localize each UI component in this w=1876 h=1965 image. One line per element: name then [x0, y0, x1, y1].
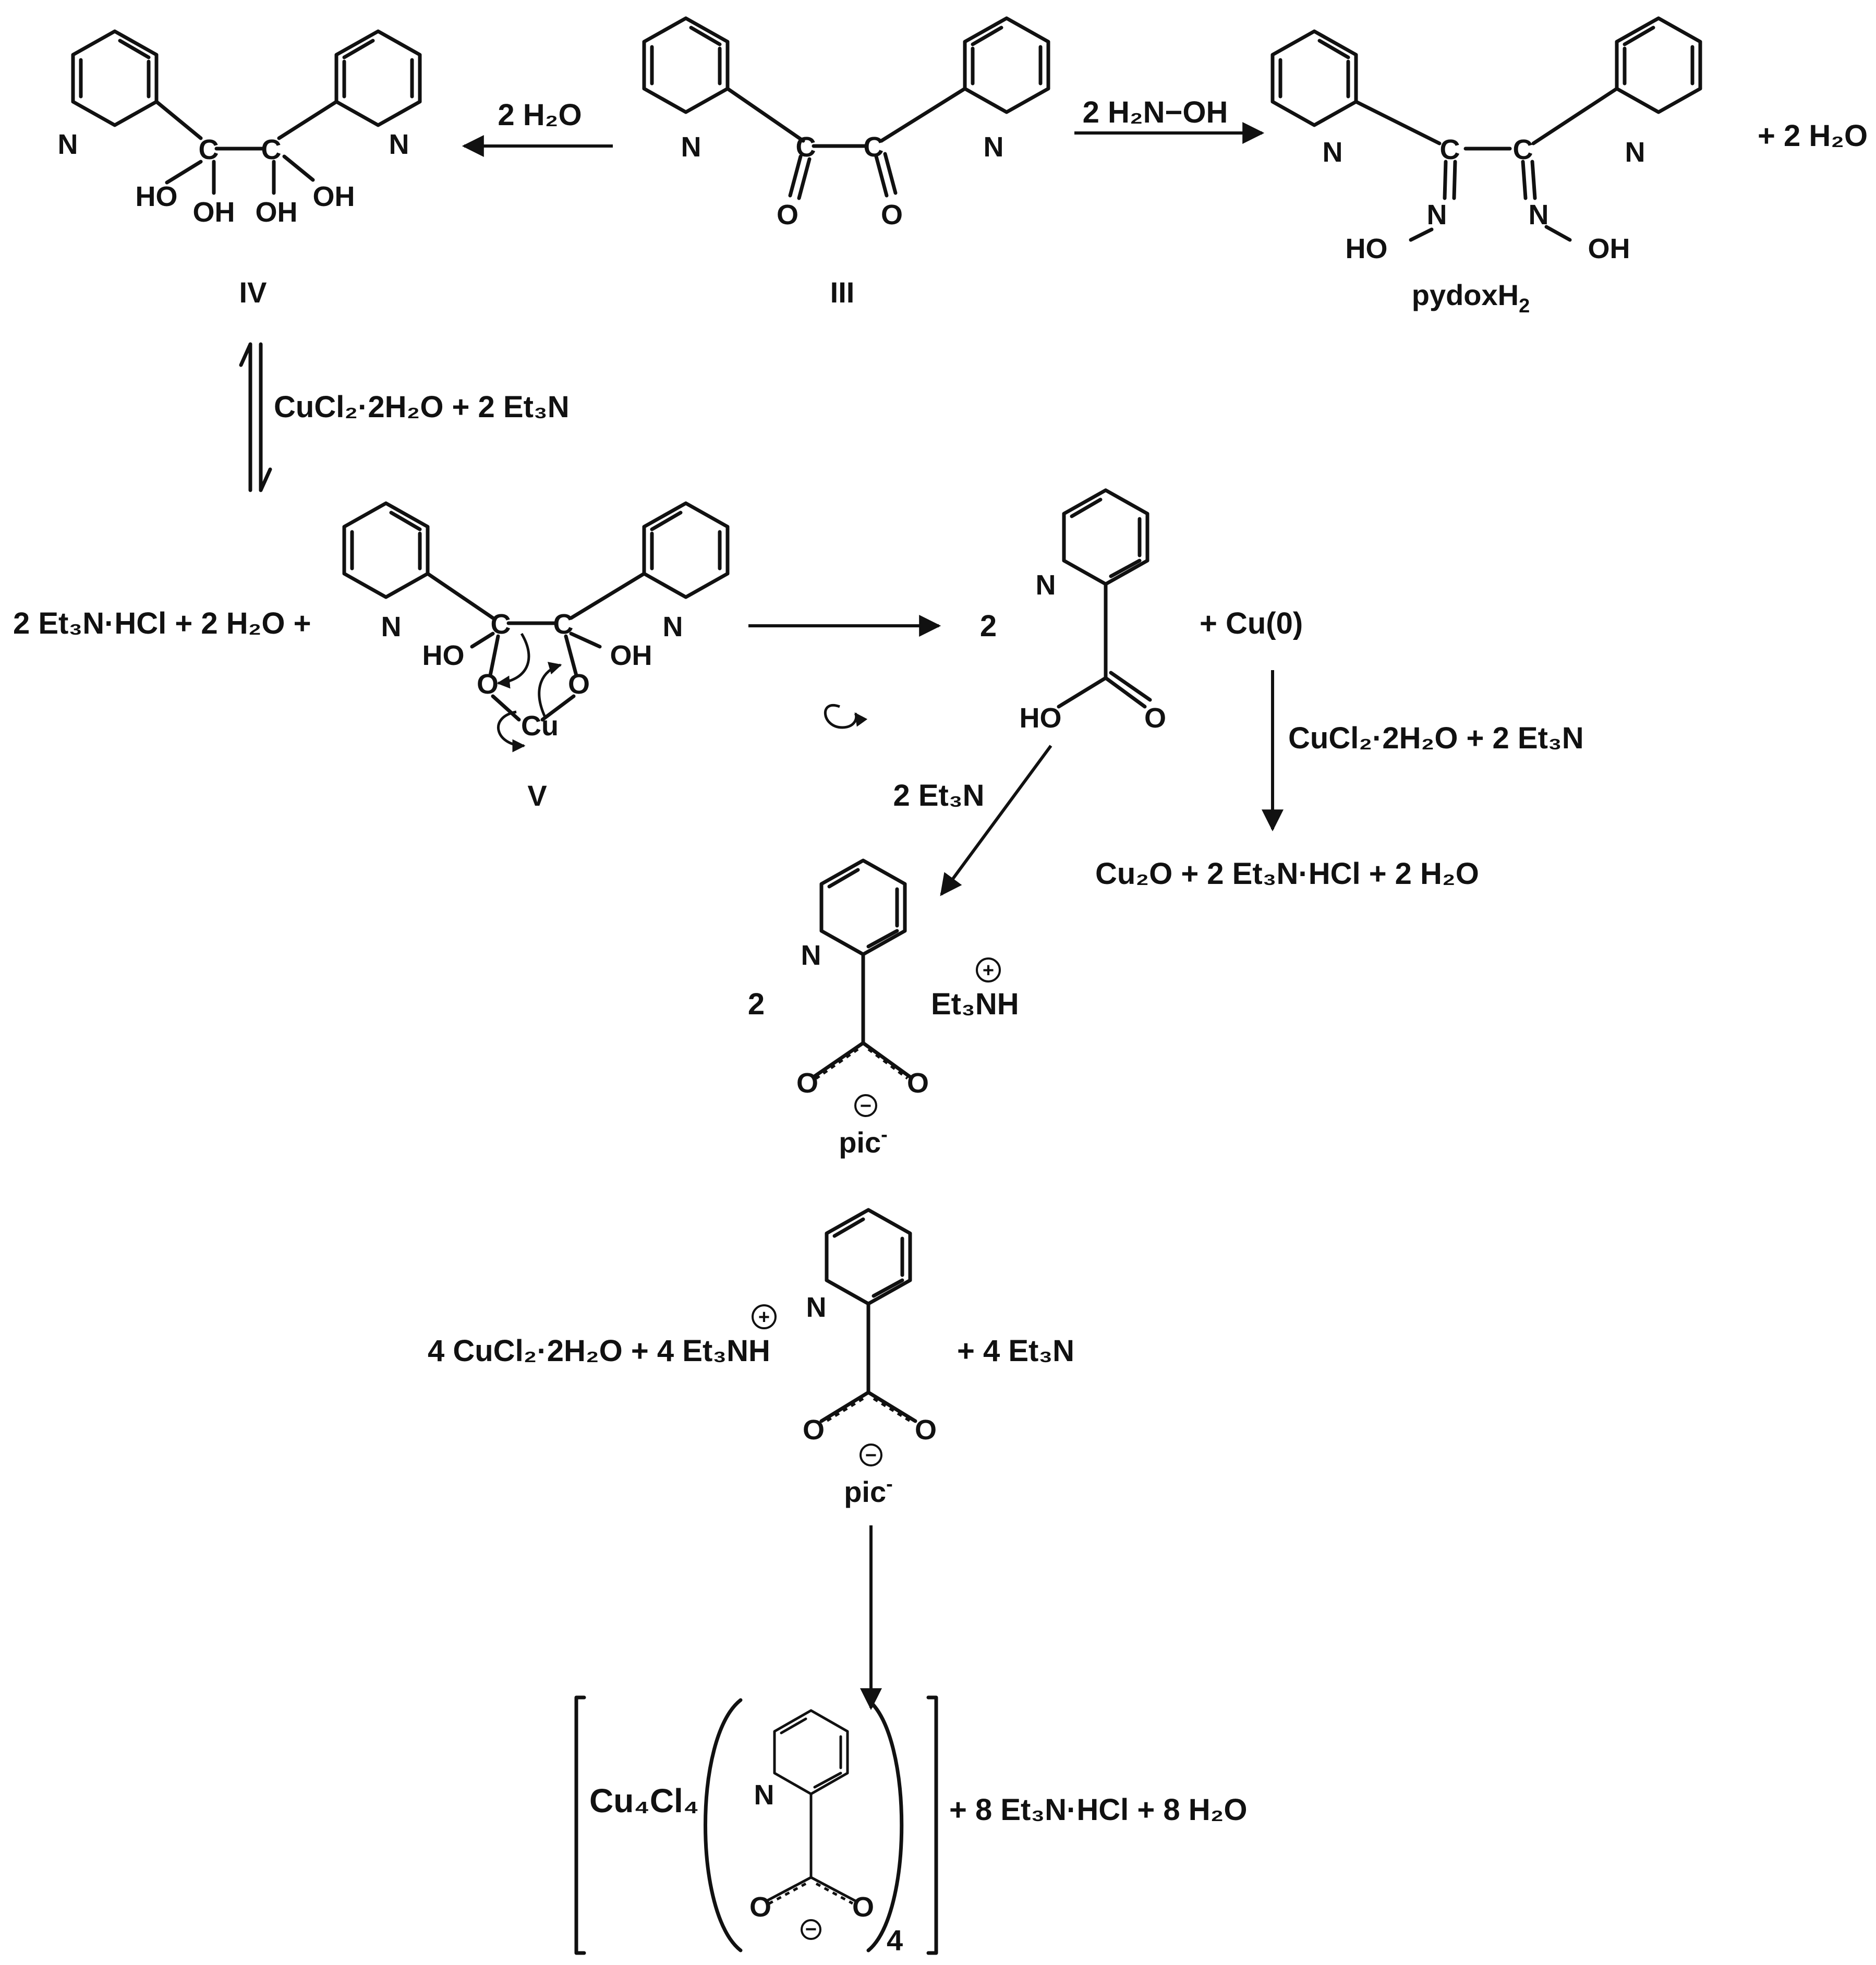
iii-c-left: C — [796, 131, 816, 163]
reagent-cucl2-et3n-2: CuCl₂·2H₂O + 2 Et₃N — [1288, 721, 1584, 755]
cation-plus-1: + — [983, 960, 994, 981]
pic1-o-right: O — [907, 1068, 929, 1099]
cu2o-products: Cu₂O + 2 Et₃N·HCl + 2 H₂O — [1095, 857, 1479, 891]
reagent-triethylamine: 2 Et₃N — [893, 779, 984, 812]
compound-iii-label: III — [830, 276, 855, 309]
cluster-pic-minus: − — [805, 1919, 817, 1940]
pydox-oh: OH — [1588, 233, 1630, 264]
compound-v-label: V — [527, 779, 547, 812]
triethylammonium-cation-1: Et₃NH + — [931, 957, 1019, 1021]
reagent-cucl2-et3n-1: CuCl₂·2H₂O + 2 Et₃N — [274, 390, 570, 424]
pydox-n-oxime-left: N — [1427, 199, 1447, 231]
reagent-water: 2 H₂O — [498, 98, 582, 132]
pic2-minus-charge: − — [865, 1445, 877, 1466]
cluster-product: Cu₄Cl₄ N O O − 4 — [574, 1695, 938, 1957]
iv-oh-3: OH — [256, 197, 298, 228]
iv-oh-1: HO — [136, 181, 178, 212]
pydox-c-left: C — [1440, 134, 1460, 165]
pic1-o-left: O — [796, 1068, 818, 1099]
pic1-n: N — [801, 940, 821, 971]
pydox-n-left: N — [1323, 137, 1343, 168]
iii-c-right: C — [864, 131, 884, 163]
iv-c-left: C — [199, 134, 219, 165]
cation-text-1: Et₃NH — [931, 987, 1019, 1021]
pic1-minus-charge: − — [860, 1095, 872, 1117]
pic-label-2: pic- — [844, 1473, 893, 1508]
v-n-right: N — [663, 611, 683, 642]
v-n-left: N — [381, 611, 402, 642]
plus-charge-circle-2 — [752, 1304, 777, 1329]
iv-oh-4: OH — [313, 181, 355, 212]
v-ho: HO — [422, 640, 465, 671]
compound-iv-structure: N N C C HO OH OH OH — [58, 29, 422, 228]
iii-n-left: N — [681, 131, 701, 163]
pydox-n-oxime-right: N — [1529, 199, 1549, 231]
cluster-pic-o-left: O — [749, 1891, 771, 1923]
iv-c-right: C — [261, 134, 282, 165]
v-c-left: C — [491, 609, 511, 640]
pydoxh2-structure: N N C C N N HO OH — [1270, 16, 1702, 264]
rotation-arrow-icon — [824, 704, 868, 729]
picolinic-acid-structure: N HO O — [1020, 488, 1166, 734]
v-oh: OH — [610, 640, 652, 671]
v-cu: Cu — [521, 710, 559, 742]
iii-n-right: N — [984, 131, 1004, 163]
iv-n-right: N — [389, 129, 409, 160]
cluster-coproducts: + 8 Et₃N·HCl + 8 H₂O — [949, 1793, 1248, 1827]
v-c-right: C — [553, 609, 574, 640]
pydox-ho: HO — [1346, 233, 1388, 264]
hpic-n: N — [1036, 569, 1056, 601]
iii-o-right: O — [881, 199, 903, 231]
reactants-cucl2: 4 CuCl₂·2H₂O + 4 Et₃NH — [428, 1334, 770, 1368]
reagent-hydroxylamine: 2 H₂N−OH — [1083, 95, 1228, 129]
compound-v-structure: N N C C HO OH O O Cu — [342, 501, 730, 753]
cluster-pic-n: N — [754, 1779, 774, 1811]
reactant-triethylamine: + 4 Et₃N — [957, 1334, 1074, 1368]
copper-zero: + Cu(0) — [1200, 607, 1303, 640]
pydox-c-right: C — [1513, 134, 1533, 165]
iv-n-left: N — [58, 129, 78, 160]
coefficient-pic: 2 — [748, 987, 765, 1021]
v-o-left: O — [477, 669, 499, 700]
coproduct-water: + 2 H₂O — [1758, 119, 1868, 153]
coefficient-picolinic-acid: 2 — [980, 609, 997, 643]
cluster-pic-o-right: O — [852, 1891, 874, 1923]
arrow-hpic-to-pic — [940, 745, 1052, 896]
iii-o-left: O — [777, 199, 798, 231]
pic2-n: N — [806, 1292, 827, 1323]
pic2-o-right: O — [915, 1414, 937, 1446]
cation-plus-2: + — [758, 1306, 770, 1328]
pic-label-1: pic- — [839, 1124, 888, 1159]
pic-anion-structure-2: N O O − — [803, 1208, 937, 1466]
cluster-core: Cu₄Cl₄ — [589, 1782, 699, 1820]
cluster-ligand-index: 4 — [887, 1924, 903, 1957]
hpic-o: O — [1144, 702, 1166, 734]
pydox-n-right: N — [1625, 137, 1645, 168]
equilibrium-arrows — [239, 342, 272, 492]
byproducts-left: 2 Et₃N·HCl + 2 H₂O + — [13, 607, 311, 640]
hpic-ho: HO — [1020, 702, 1062, 734]
v-o-right: O — [568, 669, 590, 700]
compound-iv-label: IV — [239, 276, 267, 309]
iv-oh-2: OH — [193, 197, 235, 228]
pydoxh2-label: pydoxH2 — [1412, 278, 1530, 317]
pic2-o-left: O — [803, 1414, 825, 1446]
compound-iii-structure: N N C C O O — [642, 16, 1050, 231]
pic-anion-structure-1: N O O − — [796, 858, 929, 1117]
